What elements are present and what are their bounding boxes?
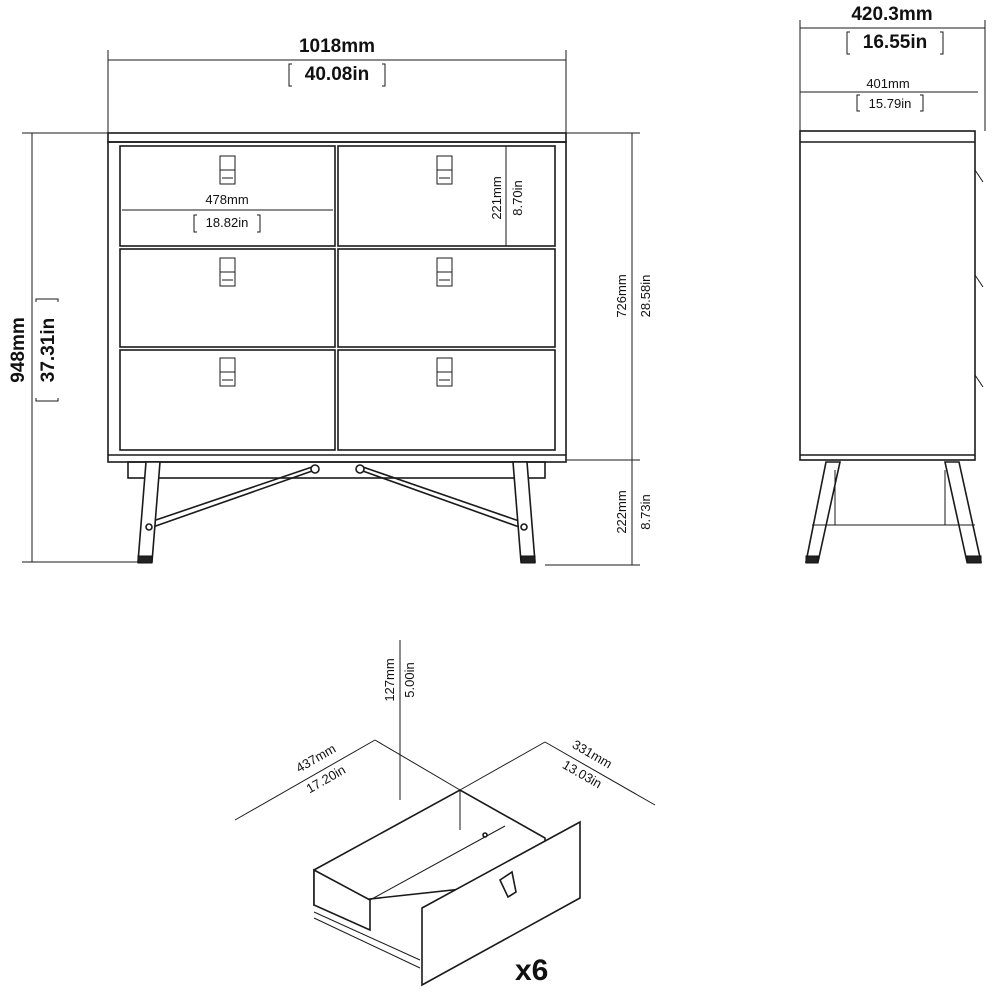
drawer-detail: 127mm 5.00in 437mm 17.20in 331mm 13.03in… (234, 640, 656, 987)
height-in-label: 37.31in (38, 318, 59, 382)
drawer-height-mm-label: 221mm (489, 176, 504, 219)
top-slab (107, 132, 567, 143)
handle-icon (219, 257, 236, 287)
handle-icons (219, 155, 453, 387)
handle-icon (219, 357, 236, 387)
width-dimension: 1018mm 40.08in (107, 36, 567, 133)
body-height-dimension: 726mm 28.58in 222mm 8.73in (545, 132, 653, 566)
height-dimension: 948mm 37.31in (8, 132, 140, 563)
leg-height-mm-label: 222mm (614, 490, 629, 533)
drawer-depth-height-mm-label: 127mm (382, 658, 397, 701)
drawer-width-dimension: 478mm 18.82in (122, 192, 333, 233)
handle-icon (436, 155, 453, 185)
body-height-in-label: 28.58in (638, 275, 653, 318)
drawer-width-in-label: 18.82in (206, 215, 249, 230)
drawer-width-mm-label: 478mm (205, 192, 248, 207)
drawer-height-dimension: 221mm 8.70in (489, 146, 525, 246)
body-height-mm-label: 726mm (614, 274, 629, 317)
handle-icon (498, 870, 517, 899)
width-mm-label: 1018mm (299, 36, 375, 57)
depth-mm-label: 420.3mm (851, 4, 932, 25)
depth-in-label: 16.55in (863, 32, 927, 53)
drawer-detail-height-in-label: 5.00in (402, 662, 417, 697)
width-in-label: 40.08in (305, 64, 369, 85)
side-view: 420.3mm 16.55in 401mm 15.79in (799, 4, 986, 564)
drawer-height-in-label: 8.70in (510, 180, 525, 215)
leg-height-in-label: 8.73in (638, 494, 653, 529)
body-depth-in-label: 15.79in (869, 96, 912, 111)
height-mm-label: 948mm (8, 317, 29, 383)
quantity-label: x6 (515, 954, 548, 987)
front-view: 1018mm 40.08in 948mm 37.31in 478mm 18.82… (8, 36, 653, 566)
drawer-fronts (119, 145, 556, 451)
handle-icon (436, 357, 453, 387)
handle-icon (436, 257, 453, 287)
base-and-legs (127, 461, 546, 564)
handle-icon (219, 155, 236, 185)
body-depth-mm-label: 401mm (866, 76, 909, 91)
